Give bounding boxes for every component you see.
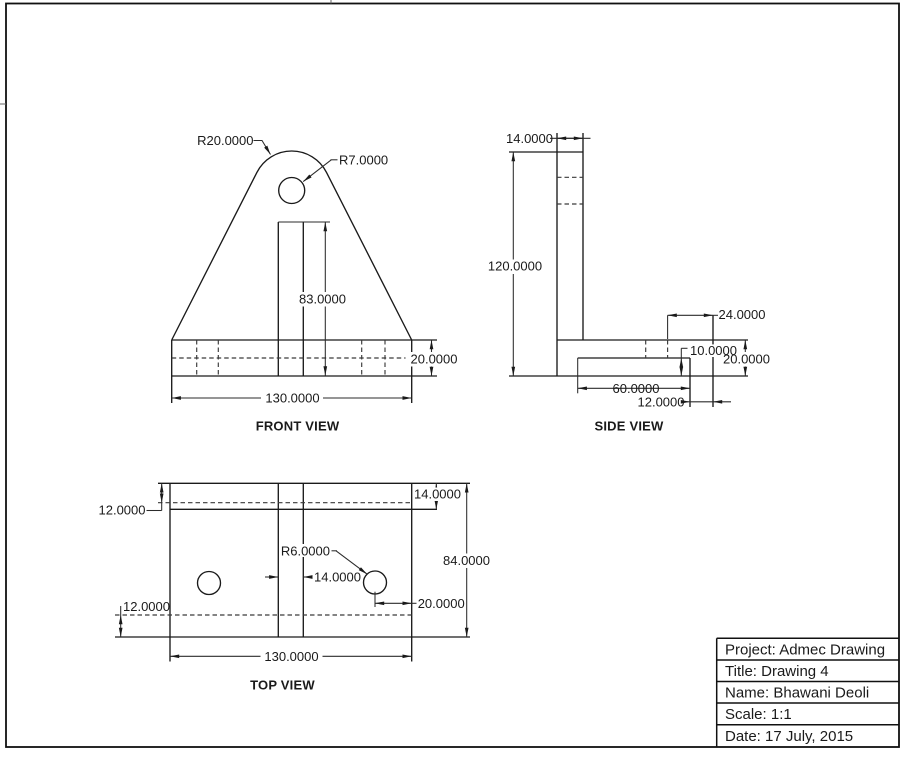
dim-side-step-offset: 12.0000 xyxy=(638,394,685,409)
dim-side-step-length: 60.0000 xyxy=(613,381,660,396)
text-mask xyxy=(261,391,323,406)
dim-front-width: 130.0000 xyxy=(265,391,319,406)
dim-side-column-width: 14.0000 xyxy=(506,131,553,146)
title-block-scale: Scale: 1:1 xyxy=(725,706,792,723)
text-mask xyxy=(294,292,350,307)
title-block-date: Date: 17 July, 2015 xyxy=(725,728,853,745)
side-view-label: SIDE VIEW xyxy=(595,419,665,434)
dim-top-offset-bottom: 12.0000 xyxy=(123,599,170,614)
dim-top-width: 130.0000 xyxy=(264,649,318,664)
front-hole xyxy=(278,176,306,205)
front-dimensions xyxy=(171,139,434,400)
dim-top-plate-thickness: 14.0000 xyxy=(414,487,461,502)
front-outline xyxy=(171,150,437,403)
dim-top-depth: 84.0000 xyxy=(443,553,490,568)
title-block-project: Project: Admec Drawing xyxy=(725,641,885,658)
text-mask xyxy=(260,649,323,664)
dim-side-height: 120.0000 xyxy=(488,259,542,274)
title-block: Project: Admec Drawing Title: Drawing 4 … xyxy=(715,637,899,747)
dim-top-radius-hole: R6.0000 xyxy=(281,543,330,558)
text-mask xyxy=(487,259,543,274)
dim-front-radius-hole: R7.0000 xyxy=(339,152,388,167)
top-hidden-lines xyxy=(115,502,412,616)
front-view-label: FRONT VIEW xyxy=(256,419,340,434)
dim-front-slot-height: 83.0000 xyxy=(299,292,346,307)
top-view-label: TOP VIEW xyxy=(250,678,315,693)
text-mask xyxy=(312,571,360,584)
dim-side-hole-offset: 24.0000 xyxy=(719,307,766,322)
dim-side-step-height: 10.0000 xyxy=(690,343,737,358)
dim-top-offset-top: 12.0000 xyxy=(99,503,146,518)
side-outline xyxy=(509,133,748,407)
side-hidden-lines xyxy=(557,176,669,358)
side-dimensions xyxy=(511,136,748,404)
text-mask xyxy=(283,544,332,557)
text-mask xyxy=(413,487,459,501)
top-hole-left xyxy=(196,570,222,596)
front-hidden-lines xyxy=(171,340,430,376)
top-view: 12.0000 14.0000 84.0000 R6.0000 14.0000 … xyxy=(99,482,492,693)
dim-side-base-thickness: 20.0000 xyxy=(723,352,770,367)
dim-front-base-thickness: 20.0000 xyxy=(411,352,458,367)
front-view: R20.0000 R7.0000 83.0000 20.0000 130.000… xyxy=(171,133,463,434)
text-mask xyxy=(405,352,463,367)
title-block-title: Title: Drawing 4 xyxy=(725,663,829,680)
dim-top-hole-edge-dist: 20.0000 xyxy=(418,596,465,611)
dim-top-slot-width: 14.0000 xyxy=(314,570,361,585)
top-outline xyxy=(115,482,470,662)
border-rect xyxy=(5,2,900,748)
dim-front-radius-outer: R20.0000 xyxy=(197,133,253,148)
title-block-name: Name: Bhawani Deoli xyxy=(725,684,869,701)
text-mask xyxy=(441,553,492,568)
text-mask xyxy=(720,352,773,367)
side-view: 14.0000 120.0000 24.0000 10.0000 20.0000… xyxy=(487,131,773,434)
